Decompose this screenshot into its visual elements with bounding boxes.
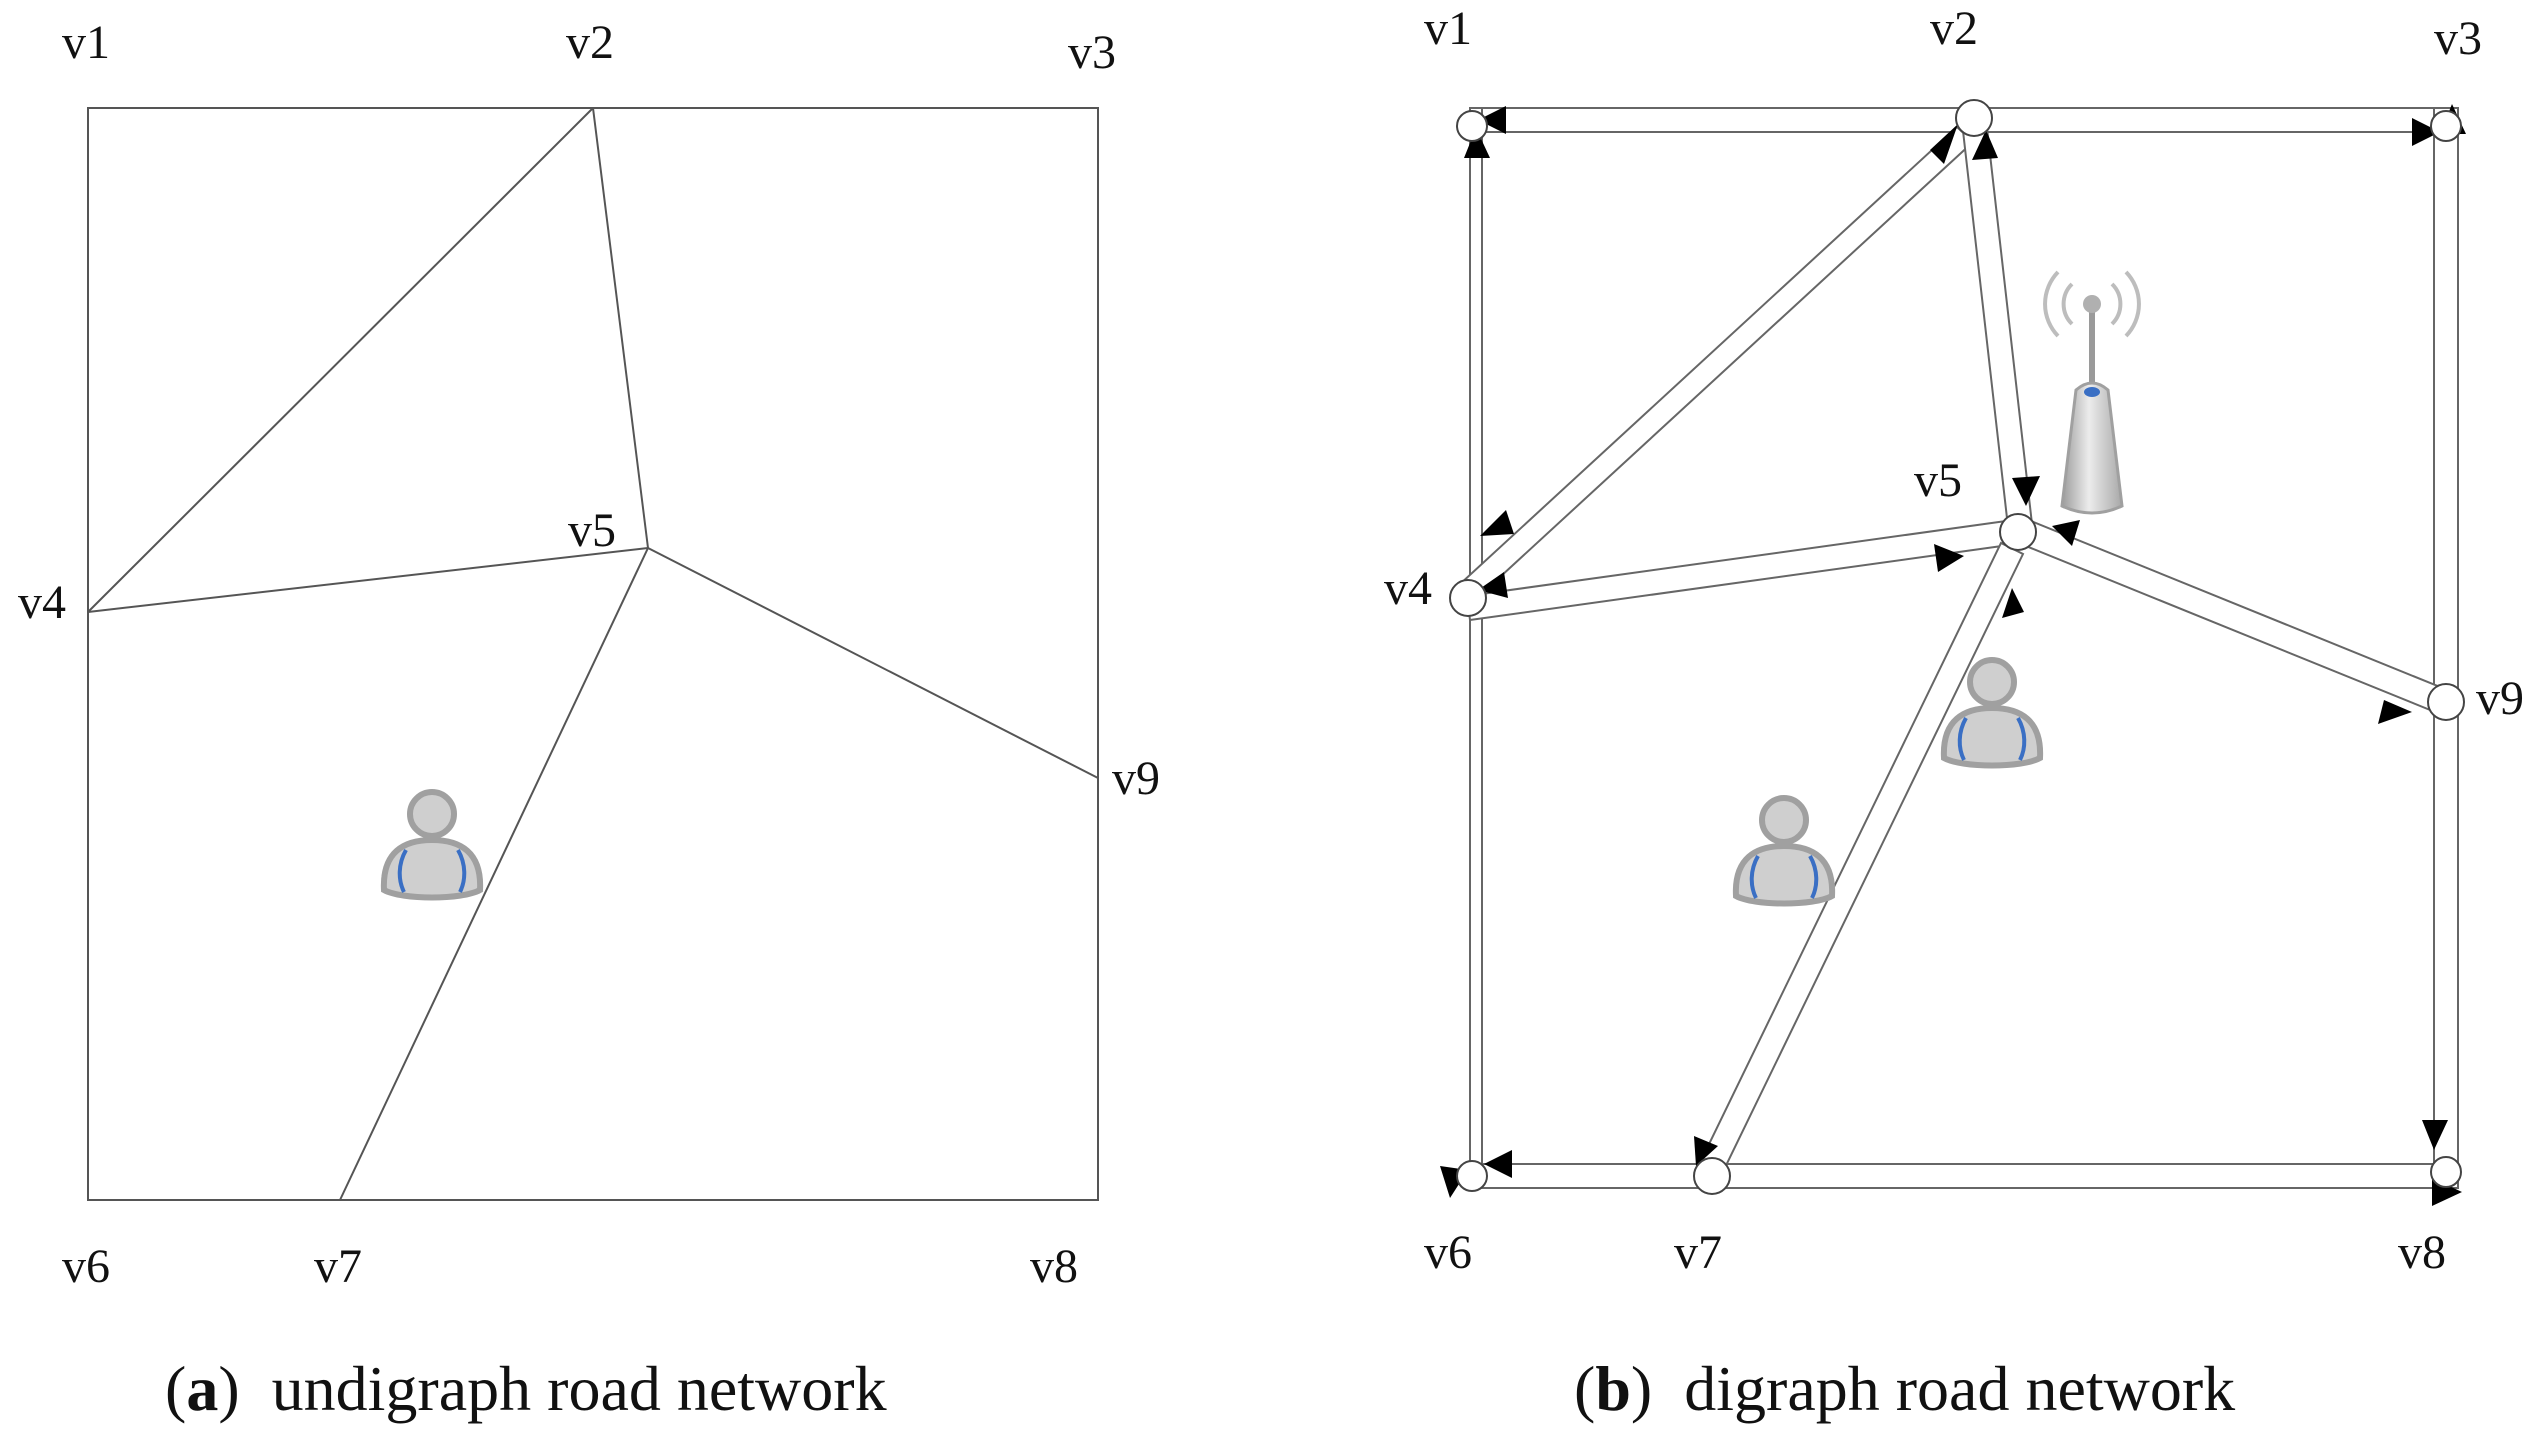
vertex-label-v1: v1 — [1424, 2, 1472, 55]
edge-v5-v9 — [647, 547, 1099, 779]
arrow-v2-to-v5 — [2012, 476, 2040, 506]
arrow-v1-to-v3 — [2412, 118, 2440, 146]
panel-a-boundary — [87, 107, 1099, 1201]
user-icon — [1736, 798, 1832, 904]
vertex-label-v3: v3 — [1068, 26, 1116, 79]
arrow-v7-to-v6 — [1484, 1150, 1512, 1178]
vertex-label-v7: v7 — [314, 1240, 362, 1293]
node-v4 — [1449, 579, 1487, 617]
arrow-v4-to-v2 — [1930, 124, 1958, 164]
node-v9 — [2427, 683, 2465, 721]
arrow-v5-to-v7 — [1694, 1136, 1718, 1166]
arrow-v7-to-v5 — [2002, 588, 2024, 618]
node-v7 — [1693, 1157, 1731, 1195]
arrow-v1-up — [1464, 128, 1490, 158]
node-v6 — [1456, 1160, 1488, 1192]
edge-v5-v7 — [339, 547, 649, 1201]
caption-a-letter: a — [186, 1353, 218, 1424]
road-v2-v5 — [1960, 117, 2034, 529]
node-v8 — [2430, 1156, 2462, 1188]
caption-b: (b) digraph road network — [1574, 1353, 2235, 1424]
caption-a-text: undigraph road network — [272, 1353, 887, 1424]
road-v4-v5 — [1465, 519, 2011, 622]
arrow-v4-to-v5 — [1934, 544, 1964, 572]
road-v6-v8 — [1469, 1163, 2449, 1189]
panel-a: v1 v2 v3 v4 v5 v6 v7 v8 v9 (a) undigraph… — [18, 16, 1160, 1424]
arrow-v9-to-v5 — [2052, 520, 2080, 546]
vertex-label-v4: v4 — [18, 576, 66, 629]
user-icon — [384, 792, 480, 898]
vertex-label-v9: v9 — [2476, 672, 2524, 725]
vertex-label-v4: v4 — [1384, 562, 1432, 615]
arrow-v5-to-v9 — [2378, 700, 2412, 724]
vertex-label-v8: v8 — [2398, 1226, 2446, 1279]
edge-v2-v4 — [87, 107, 594, 613]
vertex-label-v1: v1 — [62, 16, 110, 69]
node-v5 — [1999, 513, 2037, 551]
node-v3 — [2430, 110, 2462, 142]
vertex-label-v2: v2 — [1930, 2, 1978, 55]
road-v3-v8 — [2433, 107, 2459, 1189]
road-v2-v4 — [1457, 125, 1975, 602]
road-v1-v6 — [1469, 107, 1483, 1189]
caption-a: (a) undigraph road network — [165, 1353, 887, 1424]
vertex-label-v5: v5 — [568, 504, 616, 557]
arrow-v5-to-v2 — [1972, 130, 1998, 160]
edge-v4-v5 — [87, 547, 649, 613]
vertex-label-v6: v6 — [1424, 1226, 1472, 1279]
arrow-v2-to-v4 — [1480, 510, 1514, 536]
vertex-label-v2: v2 — [566, 16, 614, 69]
vertex-label-v8: v8 — [1030, 1240, 1078, 1293]
node-v1 — [1456, 110, 1488, 142]
vertex-label-v3: v3 — [2434, 12, 2482, 65]
edge-v2-v5 — [592, 107, 649, 549]
vertex-label-v9: v9 — [1112, 752, 1160, 805]
node-v2 — [1955, 99, 1993, 137]
panel-b: v1 v2 v3 v4 v5 v6 v7 v8 v9 (b) digraph r… — [1384, 2, 2524, 1424]
caption-b-text: digraph road network — [1684, 1353, 2235, 1424]
caption-b-letter: b — [1595, 1353, 1631, 1424]
vertex-label-v7: v7 — [1674, 1226, 1722, 1279]
vertex-label-v6: v6 — [62, 1240, 110, 1293]
road-v5-v9 — [2019, 519, 2452, 716]
arrow-v2-to-v1 — [1478, 106, 1506, 134]
arrow-v3-to-v8 — [2422, 1120, 2448, 1150]
vertex-label-v5: v5 — [1914, 454, 1962, 507]
antenna-icon — [2043, 270, 2141, 515]
